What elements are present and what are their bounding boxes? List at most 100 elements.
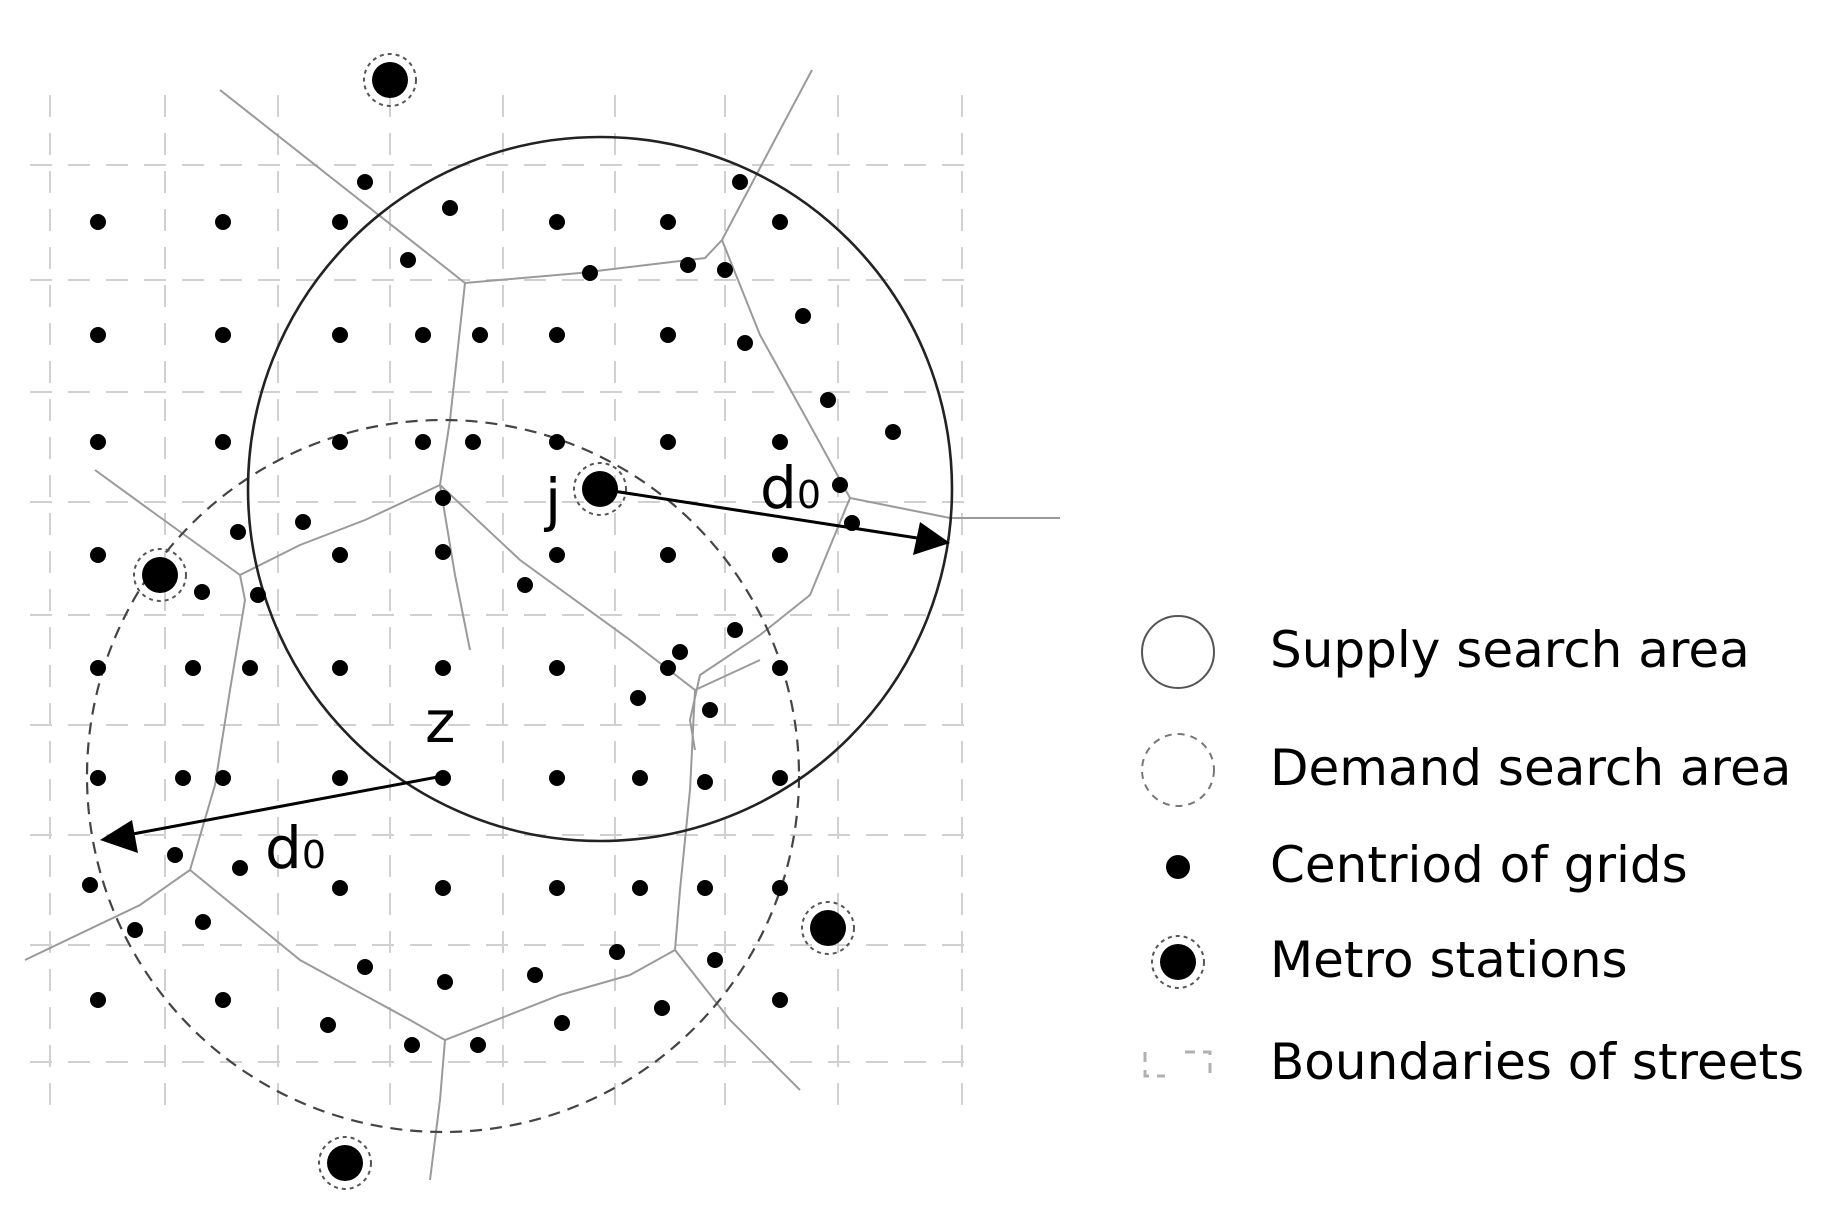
street-boundary-line — [629, 689, 696, 976]
grid-centroid-dot — [549, 327, 565, 343]
street-boundary-line — [24, 484, 441, 961]
grid-centroid-dot — [632, 880, 648, 896]
grid-centroid-dot — [332, 660, 348, 676]
grid-centroid-dot — [82, 877, 98, 893]
grid-centroid-dot — [435, 544, 451, 560]
supply-search-area-circle — [246, 135, 954, 843]
street-boundary-line — [688, 497, 851, 751]
grid-centroid-dot — [772, 547, 788, 563]
grid-centroid-dot — [215, 214, 231, 230]
grid-centroid-dot — [332, 770, 348, 786]
grid-centroid-dot — [660, 327, 676, 343]
grid-centroid-dot — [167, 847, 183, 863]
grid-centroid-dot — [250, 587, 266, 603]
legend-label: Demand search area — [1270, 739, 1792, 797]
demand-radius-label: d0 — [265, 814, 326, 882]
legend-demand-search-area: Demand search area — [1130, 728, 1792, 808]
grid-centroid-dot — [437, 974, 453, 990]
dot-icon — [1166, 855, 1190, 879]
grid-centroid-dot — [549, 434, 565, 450]
grid-centroid-dot — [215, 327, 231, 343]
street-boundary-line — [189, 869, 631, 1042]
street-boundary-line — [674, 949, 801, 1091]
legend-supply-search-area: Supply search area — [1130, 610, 1790, 690]
grid-centroid-dot — [772, 770, 788, 786]
dashed-circle-icon — [1141, 733, 1215, 807]
grid-centroid-dot — [415, 327, 431, 343]
grid-centroid-dot — [215, 770, 231, 786]
street-boundary-line — [219, 69, 813, 285]
grid-centroid-dot — [727, 622, 743, 638]
grid-centroid-dot — [357, 174, 373, 190]
grid-centroids — [82, 174, 901, 1053]
grid-centroid-dot — [707, 952, 723, 968]
grid-centroid-dot — [717, 262, 733, 278]
grid-centroid-dot — [435, 880, 451, 896]
grid-centroid-dot — [549, 547, 565, 563]
grid-centroid-dot — [772, 214, 788, 230]
metro-station-icon — [1151, 935, 1205, 989]
demand-radius-subscript: 0 — [302, 833, 326, 877]
grid-z-label: z — [425, 688, 455, 756]
grid-centroid-dot — [175, 770, 191, 786]
grid-centroid-dot — [415, 434, 431, 450]
supply-radius-subscript: 0 — [797, 473, 821, 517]
grid-centroid-dot — [527, 967, 543, 983]
grid-centroid-dot — [400, 252, 416, 268]
grid-centroid-dot — [654, 1000, 670, 1016]
grid-centroid-dot — [697, 880, 713, 896]
street-boundary-line — [721, 239, 1060, 519]
grid-centroid-dot — [435, 660, 451, 676]
grid-centroid-dot — [442, 200, 458, 216]
demand-radius-symbol: d — [265, 814, 302, 882]
metro-station-halo — [133, 548, 187, 602]
station-j-label: j — [543, 466, 561, 534]
metro-station-dot — [327, 1145, 363, 1181]
metro-station-icon — [363, 53, 417, 107]
grid-centroid-dot — [549, 770, 565, 786]
grid-centroid-dot — [232, 860, 248, 876]
street-boundary-line — [438, 282, 471, 651]
grid-lines — [30, 95, 970, 1110]
grid-centroid-dot — [230, 524, 246, 540]
grid-centroid-dot — [215, 434, 231, 450]
grid-centroid-dot — [332, 880, 348, 896]
grid-centroid-dot — [697, 774, 713, 790]
grid-centroid-dot — [772, 880, 788, 896]
grid-centroid-dot — [772, 992, 788, 1008]
grid-centroid-dot — [549, 880, 565, 896]
metro-station-dot — [810, 910, 846, 946]
legend-boundaries-of-streets: Boundaries of streets — [1130, 1022, 1804, 1102]
metro-station-halo — [363, 53, 417, 107]
street-boundaries — [24, 69, 1060, 1181]
grid-centroid-dot — [127, 922, 143, 938]
demand-search-area-circle — [85, 418, 801, 1134]
grid-centroid-dot — [660, 434, 676, 450]
grid-centroid-dot — [435, 770, 451, 786]
demand-radius-arrow — [100, 774, 444, 853]
supply-radius-label: d0 — [760, 454, 821, 522]
metro-station-icon — [318, 1136, 372, 1190]
metro-station-icon — [133, 548, 187, 602]
grid-centroid-dot — [90, 770, 106, 786]
grid-centroid-dot — [332, 327, 348, 343]
grid-centroid-dot — [404, 1037, 420, 1053]
grid-centroid-dot — [90, 434, 106, 450]
metro-station-halo — [801, 901, 855, 955]
grid-centroid-dot — [90, 327, 106, 343]
grid-centroid-dot — [194, 584, 210, 600]
grid-centroid-dot — [320, 1017, 336, 1033]
supply-radius-symbol: d — [760, 454, 797, 522]
grid-centroid-dot — [795, 308, 811, 324]
grid-centroid-dot — [549, 660, 565, 676]
grid-centroid-dot — [332, 547, 348, 563]
grid-centroid-dot — [472, 327, 488, 343]
grid-centroid-dot — [549, 214, 565, 230]
grid-centroid-dot — [470, 1037, 486, 1053]
grid-centroid-dot — [185, 660, 201, 676]
grid-centroid-dot — [660, 660, 676, 676]
street-boundary-line — [694, 659, 761, 691]
grid-centroid-dot — [357, 959, 373, 975]
metro-station-icon — [801, 901, 855, 955]
